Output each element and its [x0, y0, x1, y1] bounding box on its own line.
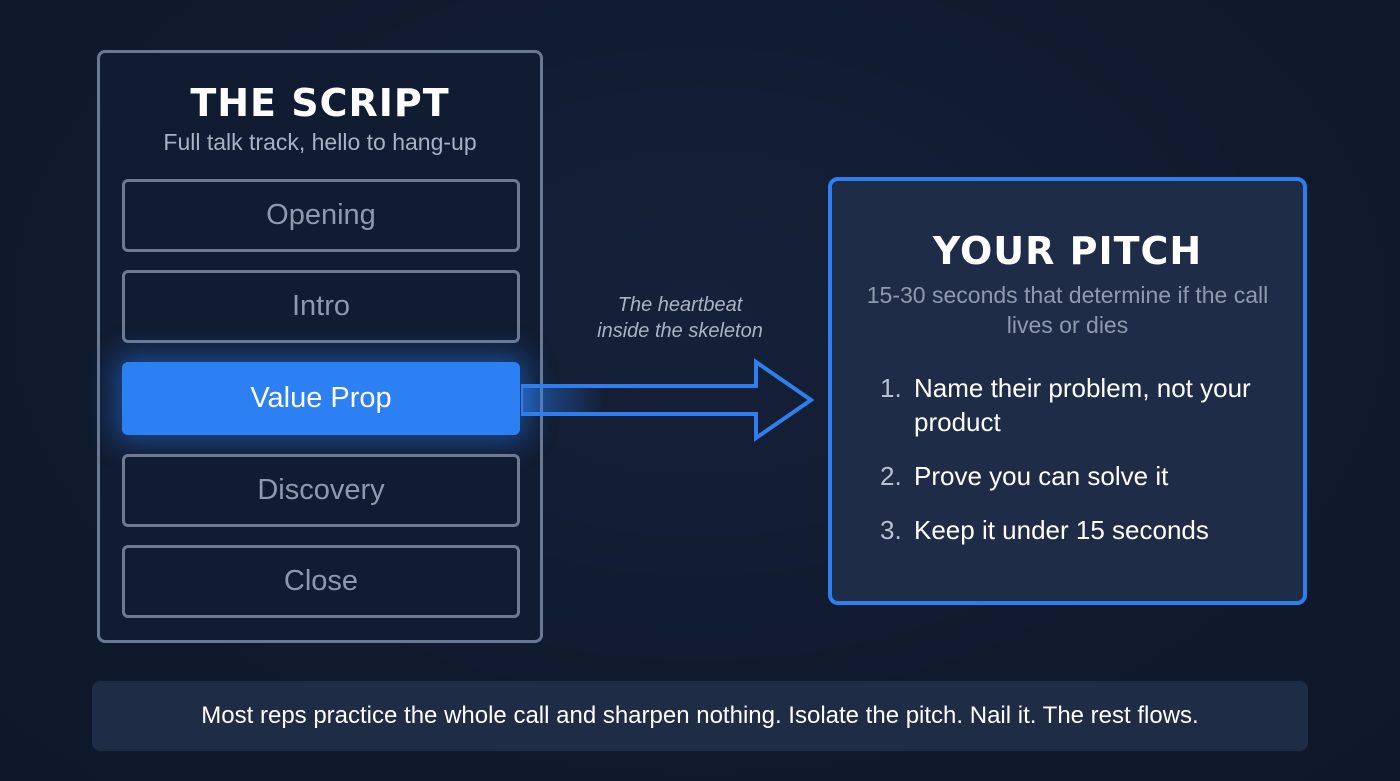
pitch-item-text: Prove you can solve it	[914, 461, 1169, 491]
pitch-subtitle: 15-30 seconds that determine if the call…	[866, 282, 1269, 338]
pitch-item-number: 3.	[880, 515, 902, 545]
step-discovery: Discovery	[122, 454, 520, 527]
step-label: Close	[283, 565, 359, 597]
step-label: Discovery	[257, 474, 385, 506]
pitch-item-number: 2.	[880, 461, 902, 491]
step-value-prop: Value Prop	[122, 362, 520, 435]
pitch-item-number: 1.	[880, 373, 902, 403]
pitch-item: 2. Prove you can solve it	[880, 459, 1280, 493]
pitch-panel: YOUR PITCH 15-30 seconds that determine …	[828, 177, 1307, 605]
arrow-right-icon	[521, 358, 815, 442]
step-close: Close	[122, 545, 520, 618]
pitch-list: 1. Name their problem, not your product …	[880, 371, 1280, 567]
step-opening: Opening	[122, 179, 520, 252]
step-intro: Intro	[122, 270, 520, 343]
script-panel: THE SCRIPT Full talk track, hello to han…	[97, 50, 543, 643]
step-label: Opening	[266, 199, 376, 231]
pitch-item-text: Keep it under 15 seconds	[914, 515, 1209, 545]
pitch-title: YOUR PITCH	[932, 229, 1203, 273]
pitch-item: 3. Keep it under 15 seconds	[880, 513, 1280, 547]
arrow-caption-line2: inside the skeleton	[597, 320, 763, 342]
step-label: Value Prop	[250, 382, 392, 414]
arrow-caption-line1: The heartbeat	[617, 294, 743, 316]
script-subtitle: Full talk track, hello to hang-up	[163, 129, 477, 155]
pitch-item: 1. Name their problem, not your product	[880, 371, 1280, 439]
footer-text: Most reps practice the whole call and sh…	[201, 702, 1199, 729]
pitch-item-text: Name their problem, not your product	[914, 373, 1251, 437]
footer-banner: Most reps practice the whole call and sh…	[92, 681, 1308, 751]
script-title: THE SCRIPT	[190, 81, 450, 125]
arrow-caption: The heartbeat inside the skeleton	[570, 292, 790, 344]
step-label: Intro	[291, 290, 351, 322]
